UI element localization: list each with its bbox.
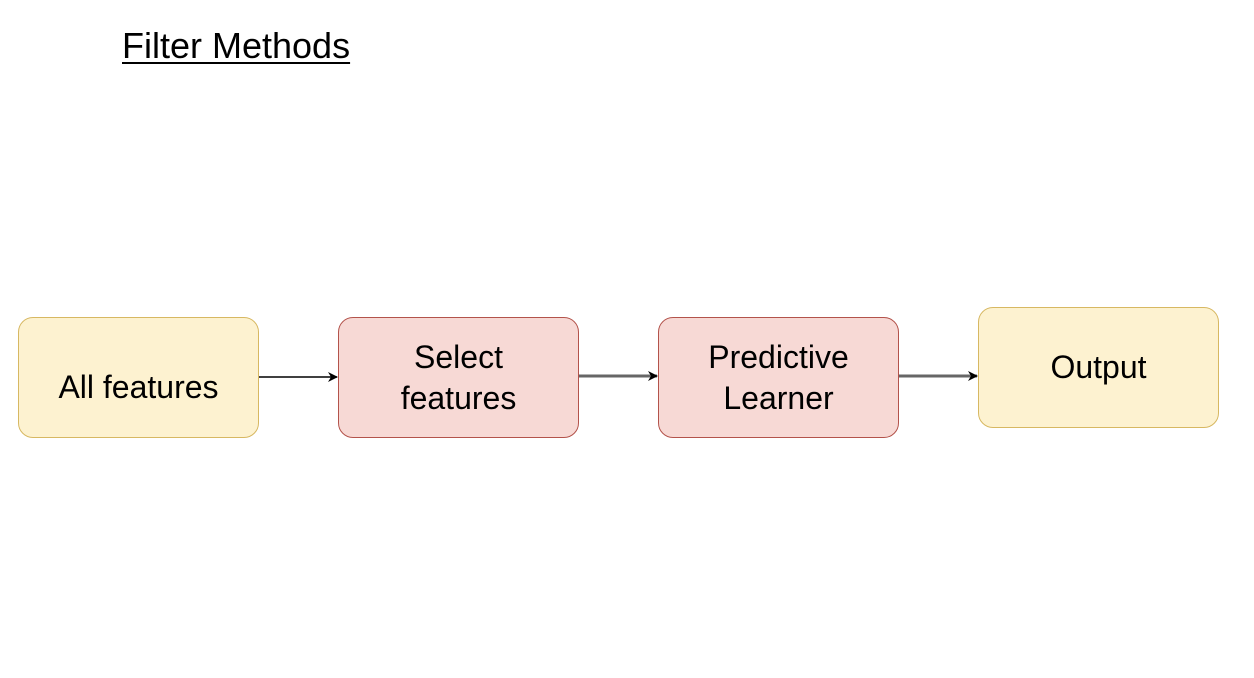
node-select-features: Select features — [338, 317, 579, 438]
node-predictive-learner-label: Predictive Learner — [708, 338, 849, 416]
node-all-features-label: All features — [58, 369, 219, 405]
node-output-label: Output — [1050, 349, 1147, 385]
diagram-title: Filter Methods — [122, 25, 351, 66]
node-select-features-label: Select features — [400, 338, 517, 416]
node-output: Output — [978, 307, 1219, 428]
node-predictive-learner: Predictive Learner — [658, 317, 899, 438]
node-all-features: All features — [18, 317, 259, 438]
